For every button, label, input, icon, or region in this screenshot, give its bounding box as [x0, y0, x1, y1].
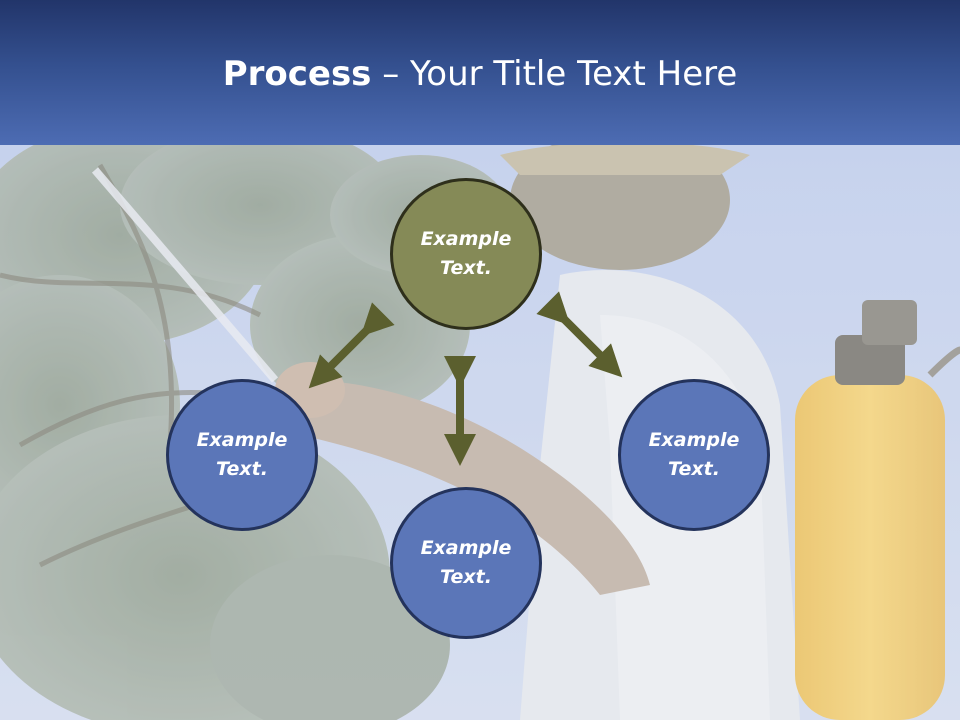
double-arrow-top-right	[536, 291, 623, 378]
title-bold-part: Process	[222, 54, 372, 94]
node-left-text: Example Text.	[196, 429, 288, 480]
title-bar: Process – Your Title Text Here	[0, 0, 960, 145]
process-node-top: Example Text.	[390, 178, 542, 330]
process-node-left: Example Text.	[166, 379, 318, 531]
title-rest-part: – Your Title Text Here	[371, 54, 738, 94]
node-bottom-text: Example Text.	[420, 537, 512, 588]
process-node-bottom: Example Text.	[390, 487, 542, 639]
double-arrow-top-left	[308, 302, 395, 389]
node-top-text: Example Text.	[420, 228, 512, 279]
process-node-right: Example Text.	[618, 379, 770, 531]
node-right-text: Example Text.	[648, 429, 740, 480]
slide-title: Process – Your Title Text Here	[0, 52, 960, 96]
